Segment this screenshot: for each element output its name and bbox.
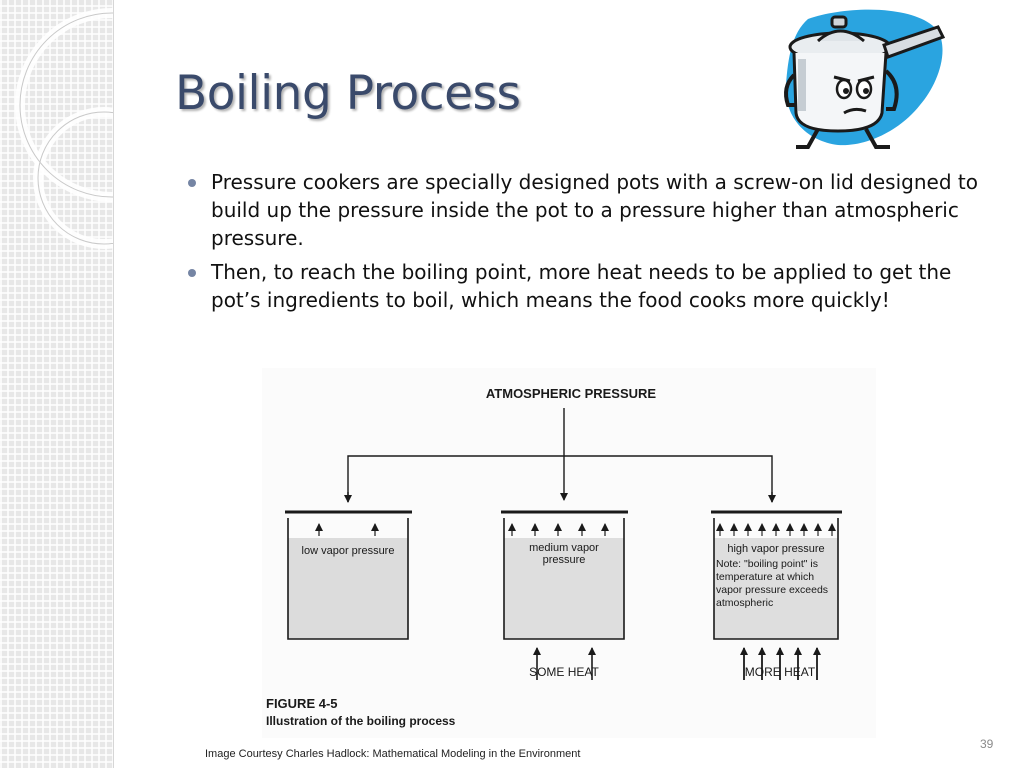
atmospheric-pressure-label: ATMOSPHERIC PRESSURE bbox=[486, 386, 657, 401]
boiling-process-figure: ATMOSPHERIC PRESSURE low vapor pressure bbox=[262, 368, 876, 738]
image-credit: Image Courtesy Charles Hadlock: Mathemat… bbox=[205, 748, 581, 760]
pressure-cooker-mascot-icon bbox=[784, 9, 946, 149]
pot-low-label: low vapor pressure bbox=[302, 545, 395, 557]
figure-number: FIGURE 4-5 bbox=[266, 696, 338, 711]
slide-title: Boiling Process bbox=[175, 66, 521, 121]
decorative-circles-pattern bbox=[15, 8, 113, 249]
bullet-item: Pressure cookers are specially designed … bbox=[188, 168, 998, 252]
pot-medium-label: medium vapor pressure bbox=[529, 542, 599, 566]
pot-high: high vapor pressure Note: "boiling point… bbox=[711, 510, 842, 680]
pot-low: low vapor pressure bbox=[285, 510, 412, 640]
distribution-line bbox=[347, 455, 773, 502]
bullet-list: Pressure cookers are specially designed … bbox=[188, 168, 998, 320]
slide-number: 39 bbox=[980, 737, 994, 751]
pot-high-label: high vapor pressure bbox=[727, 543, 824, 555]
figure-caption: Illustration of the boiling process bbox=[266, 714, 456, 728]
bullet-dot-icon bbox=[188, 179, 196, 187]
more-heat-label: MORE HEAT bbox=[745, 665, 816, 679]
decorative-sidebar bbox=[0, 0, 114, 768]
bullet-text: Then, to reach the boiling point, more h… bbox=[211, 260, 952, 312]
bullet-item: Then, to reach the boiling point, more h… bbox=[188, 258, 998, 314]
some-heat-label: SOME HEAT bbox=[529, 665, 599, 679]
boiling-point-note: Note: "boiling point" is temperature at … bbox=[716, 558, 829, 609]
bullet-dot-icon bbox=[188, 269, 196, 277]
bullet-text: Pressure cookers are specially designed … bbox=[211, 170, 978, 250]
pot-medium: medium vapor pressure SOME HEAT bbox=[501, 510, 628, 680]
